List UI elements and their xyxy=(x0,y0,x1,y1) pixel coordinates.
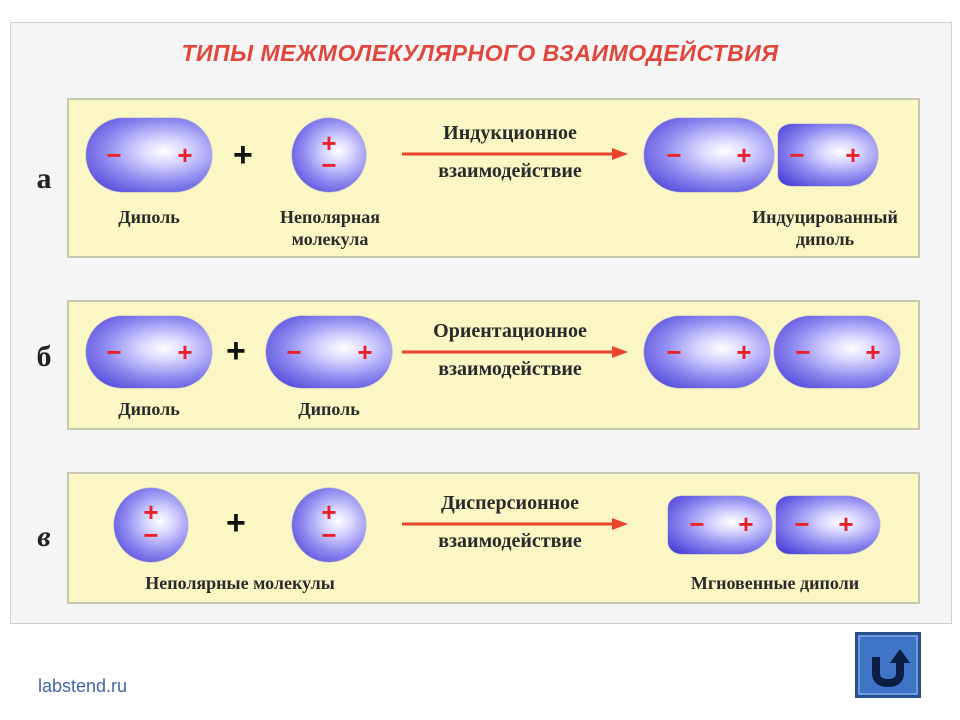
instant-dipole-molecule xyxy=(776,496,880,554)
dipole-label: Диполь xyxy=(118,399,180,419)
dipole-molecule xyxy=(644,316,770,388)
plus-sign: + xyxy=(357,337,373,367)
plus-sign: + xyxy=(143,497,159,527)
plus-sign: + xyxy=(321,128,337,158)
reaction-arrow xyxy=(402,518,628,530)
plus-sign: + xyxy=(845,140,861,170)
arrow-label-line1: Индукционное xyxy=(443,122,577,144)
instant-dipoles-label: Мгновенные диполи xyxy=(690,573,860,593)
dipole-molecule xyxy=(86,118,212,192)
plus-sign: + xyxy=(865,337,881,367)
minus-sign: − xyxy=(795,337,811,367)
minus-sign: − xyxy=(689,509,705,539)
plus-sign: + xyxy=(736,140,752,170)
nonpolar-label-line2: молекула xyxy=(291,229,369,249)
plus-sign: + xyxy=(177,337,193,367)
induced-dipole-label-line2: диполь xyxy=(795,229,855,249)
plus-sign: + xyxy=(738,509,754,539)
minus-sign: − xyxy=(286,337,302,367)
plus-sign: + xyxy=(736,337,752,367)
arrow-label-line2: взаимодействие xyxy=(438,530,582,552)
plus-operator: + xyxy=(226,504,246,542)
row-letter-a: а xyxy=(36,162,52,195)
induced-dipole-molecule xyxy=(778,124,878,186)
plus-operator: + xyxy=(226,332,246,370)
return-button[interactable] xyxy=(855,632,921,698)
arrow-label-line2: взаимодействие xyxy=(438,358,582,380)
instant-dipole-molecule xyxy=(668,496,772,554)
u-turn-arrow-icon xyxy=(872,649,910,688)
minus-sign: − xyxy=(321,150,337,180)
arrow-label-line2: взаимодействие xyxy=(438,160,582,182)
minus-sign: − xyxy=(794,509,810,539)
dipole-molecule xyxy=(644,118,774,192)
dipole-label: Диполь xyxy=(298,399,360,419)
plus-sign: + xyxy=(321,497,337,527)
minus-sign: − xyxy=(666,140,682,170)
nonpolar-molecule xyxy=(292,118,366,192)
arrow-label-line1: Ориентационное xyxy=(433,320,587,342)
minus-sign: − xyxy=(789,140,805,170)
plus-sign: + xyxy=(177,140,193,170)
nonpolar-molecule xyxy=(114,488,188,562)
site-link[interactable]: labstend.ru xyxy=(38,676,128,696)
dipole-molecule xyxy=(266,316,392,388)
plus-operator: + xyxy=(233,136,253,174)
diagram-title: ТИПЫ МЕЖМОЛЕКУЛЯРНОГО ВЗАИМОДЕЙСТВИЯ xyxy=(181,40,779,66)
reaction-arrow xyxy=(402,148,628,160)
panel-induction xyxy=(67,98,920,258)
plus-sign: + xyxy=(838,509,854,539)
nonpolar-label-line1: Неполярная xyxy=(279,207,381,227)
row-letter-v: в xyxy=(37,520,51,553)
minus-sign: − xyxy=(143,520,159,550)
row-letter-b: б xyxy=(36,340,52,373)
minus-sign: − xyxy=(666,337,682,367)
dipole-molecule xyxy=(774,316,900,388)
nonpolar-molecules-label: Неполярные молекулы xyxy=(145,573,335,593)
induced-dipole-label-line1: Индуцированный xyxy=(752,207,898,227)
dipole-label: Диполь xyxy=(118,207,180,227)
minus-sign: − xyxy=(106,140,122,170)
minus-sign: − xyxy=(321,520,337,550)
dipole-molecule xyxy=(86,316,212,388)
arrow-label-line1: Дисперсионное xyxy=(440,492,579,514)
minus-sign: − xyxy=(106,337,122,367)
reaction-arrow xyxy=(402,346,628,358)
nonpolar-molecule xyxy=(292,488,366,562)
